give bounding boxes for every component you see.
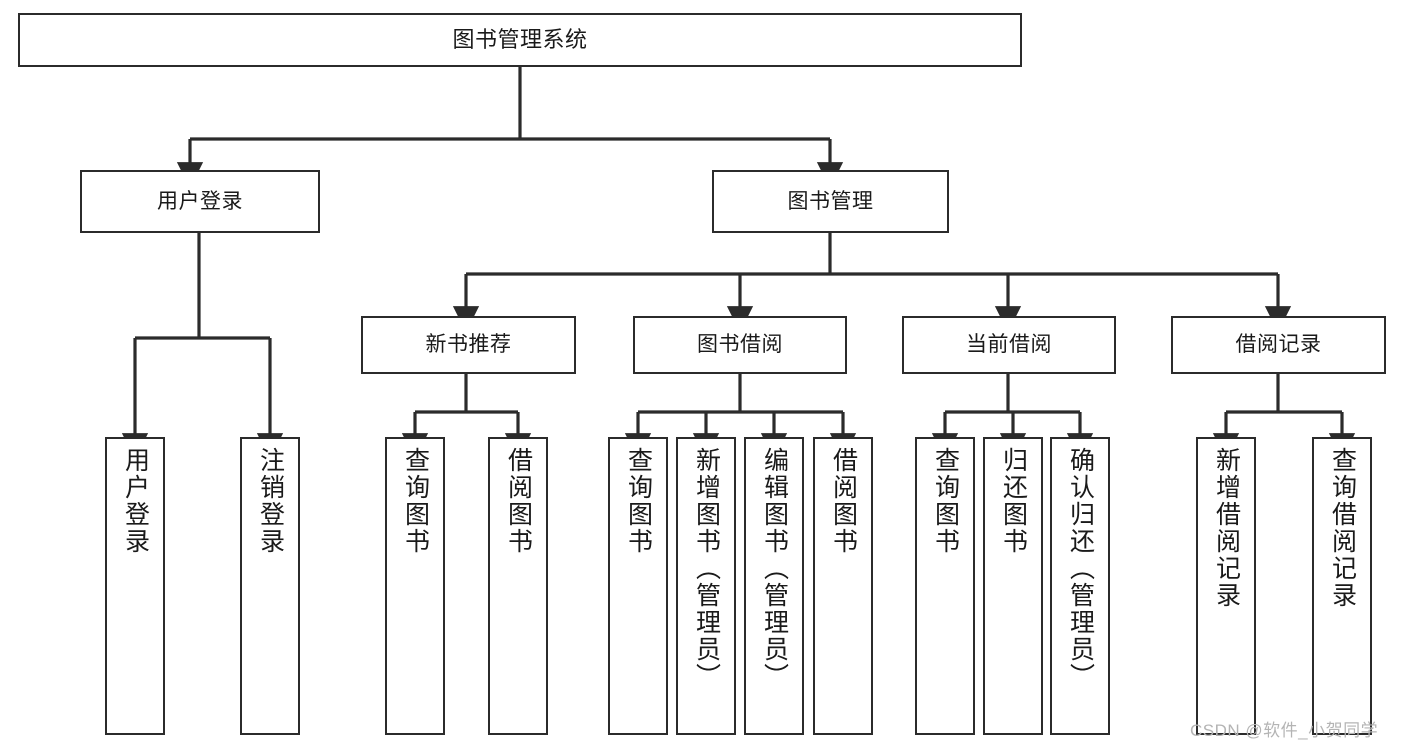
- node-borrow-record-label: 借阅记录: [1235, 333, 1322, 357]
- node-leaf-logout-login[interactable]: 注销登录: [240, 437, 300, 735]
- node-book-borrow-label: 图书借阅: [697, 333, 783, 357]
- node-user-login[interactable]: 用户登录: [80, 170, 320, 233]
- node-leaf-query-book-3[interactable]: 查询图书: [915, 437, 975, 735]
- node-leaf-query-record[interactable]: 查询借阅记录: [1312, 437, 1372, 735]
- node-root[interactable]: 图书管理系统: [18, 13, 1022, 67]
- node-current-borrow[interactable]: 当前借阅: [902, 316, 1116, 374]
- node-borrow-record[interactable]: 借阅记录: [1171, 316, 1386, 374]
- node-leaf-query-book-1-label: 查询图书: [401, 447, 430, 555]
- node-leaf-user-login-label: 用户登录: [121, 447, 150, 555]
- node-leaf-borrow-book-1-label: 借阅图书: [504, 447, 533, 555]
- node-leaf-query-book-2-label: 查询图书: [624, 447, 653, 555]
- node-leaf-return-book[interactable]: 归还图书: [983, 437, 1043, 735]
- node-book-manage[interactable]: 图书管理: [712, 170, 949, 233]
- node-book-manage-label: 图书管理: [787, 189, 874, 213]
- node-leaf-query-book-1[interactable]: 查询图书: [385, 437, 445, 735]
- node-leaf-borrow-book-2[interactable]: 借阅图书: [813, 437, 873, 735]
- node-leaf-edit-book[interactable]: 编辑图书（管理员）: [744, 437, 804, 735]
- node-leaf-logout-login-label: 注销登录: [256, 447, 285, 555]
- node-leaf-add-book-label: 新增图书（管理员）: [692, 447, 721, 690]
- node-current-borrow-label: 当前借阅: [966, 333, 1052, 357]
- node-leaf-confirm-return[interactable]: 确认归还（管理员）: [1050, 437, 1110, 735]
- node-leaf-borrow-book-2-label: 借阅图书: [829, 447, 858, 555]
- node-leaf-add-book[interactable]: 新增图书（管理员）: [676, 437, 736, 735]
- node-leaf-edit-book-label: 编辑图书（管理员）: [760, 447, 789, 690]
- node-leaf-query-book-3-label: 查询图书: [931, 447, 960, 555]
- node-leaf-add-record-label: 新增借阅记录: [1212, 447, 1241, 609]
- node-leaf-query-book-2[interactable]: 查询图书: [608, 437, 668, 735]
- node-new-book-recommend-label: 新书推荐: [425, 333, 512, 357]
- node-leaf-borrow-book-1[interactable]: 借阅图书: [488, 437, 548, 735]
- node-root-label: 图书管理系统: [452, 26, 588, 52]
- node-leaf-confirm-return-label: 确认归还（管理员）: [1066, 447, 1095, 690]
- node-new-book-recommend[interactable]: 新书推荐: [361, 316, 576, 374]
- node-leaf-user-login[interactable]: 用户登录: [105, 437, 165, 735]
- node-user-login-label: 用户登录: [157, 189, 243, 213]
- node-leaf-add-record[interactable]: 新增借阅记录: [1196, 437, 1256, 735]
- node-book-borrow[interactable]: 图书借阅: [633, 316, 847, 374]
- node-leaf-query-record-label: 查询借阅记录: [1328, 447, 1357, 609]
- node-leaf-return-book-label: 归还图书: [999, 447, 1028, 555]
